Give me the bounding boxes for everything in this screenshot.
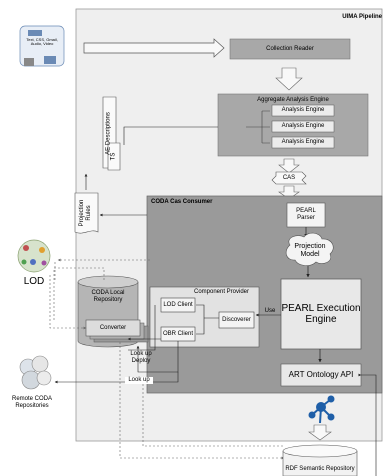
art-api-label: ART Ontology API (288, 369, 354, 379)
coda-consumer-title: CODA Cas Consumer (151, 199, 213, 205)
remote-repositories-label: Remote CODA Repositories (11, 396, 52, 409)
input-arrow (83, 38, 225, 58)
cas-label: CAS (282, 174, 296, 181)
projection-model-label: Projection Model (294, 243, 326, 258)
projection-rules-doc (74, 192, 99, 234)
lod-client-label: LOD Client (163, 301, 193, 308)
down-arrow-reader (275, 67, 303, 91)
collection-reader-label: Collection Reader (266, 45, 314, 52)
discoverer-label: Discoverer (222, 316, 251, 323)
use-label: Use (264, 308, 276, 314)
discoverer-links (196, 304, 219, 335)
lod-label: LOD (23, 276, 45, 287)
obr-client-label: OBR Client (162, 330, 193, 337)
analysis-engine-2 (271, 120, 335, 133)
pearl-parser-box (286, 202, 326, 228)
input-icon-text: Text, CSS, Gmail, Audio, Video (26, 36, 58, 46)
pearl-parser-label: PEARL Parser (296, 208, 316, 221)
analysis-engine-3 (271, 136, 335, 149)
lookup-deploy-label: Look up Deploy (130, 351, 152, 364)
cas-scroll (271, 171, 307, 185)
discoverer-box (218, 311, 255, 329)
aae-connectors (246, 110, 270, 144)
network-icon (308, 395, 335, 424)
rdf-repository-cylinder (282, 451, 358, 476)
collection-reader-box (229, 38, 351, 60)
down-arrow-cas (278, 185, 300, 200)
lod-client-box (160, 297, 196, 313)
analysis-engine-2-label: Analysis Engine (281, 123, 325, 130)
ts-label: TS (110, 152, 117, 161)
lod-cloud-icon (17, 239, 51, 273)
input-data-icon (19, 25, 65, 67)
rdf-repository-label: RDF Semantic Repository (285, 466, 355, 472)
projection-rules-label: Projection Rules (79, 199, 92, 227)
lookup-label: Look up (125, 377, 153, 384)
analysis-engine-1-label: Analysis Engine (281, 107, 325, 114)
pearl-engine-label: PEARL Execution Engine (281, 302, 361, 326)
coda-repository-label: CODA Local Repository (91, 290, 125, 303)
projection-model-cloud (285, 232, 334, 266)
analysis-engine-1 (271, 104, 335, 117)
converter-label: Converter (99, 324, 127, 331)
ts-doc (107, 142, 121, 171)
pearl-execution-engine-box (280, 278, 362, 350)
down-arrow-rdf (308, 424, 332, 441)
aae-title: Aggregate Analysis Engine (257, 97, 329, 103)
component-provider-label: Component Provider (193, 289, 250, 295)
down-arrow-aae (278, 158, 300, 174)
remote-repositories-icon (19, 355, 52, 390)
uima-pipeline-title: UIMA Pipeline (342, 14, 382, 20)
analysis-engine-3-label: Analysis Engine (281, 139, 325, 146)
